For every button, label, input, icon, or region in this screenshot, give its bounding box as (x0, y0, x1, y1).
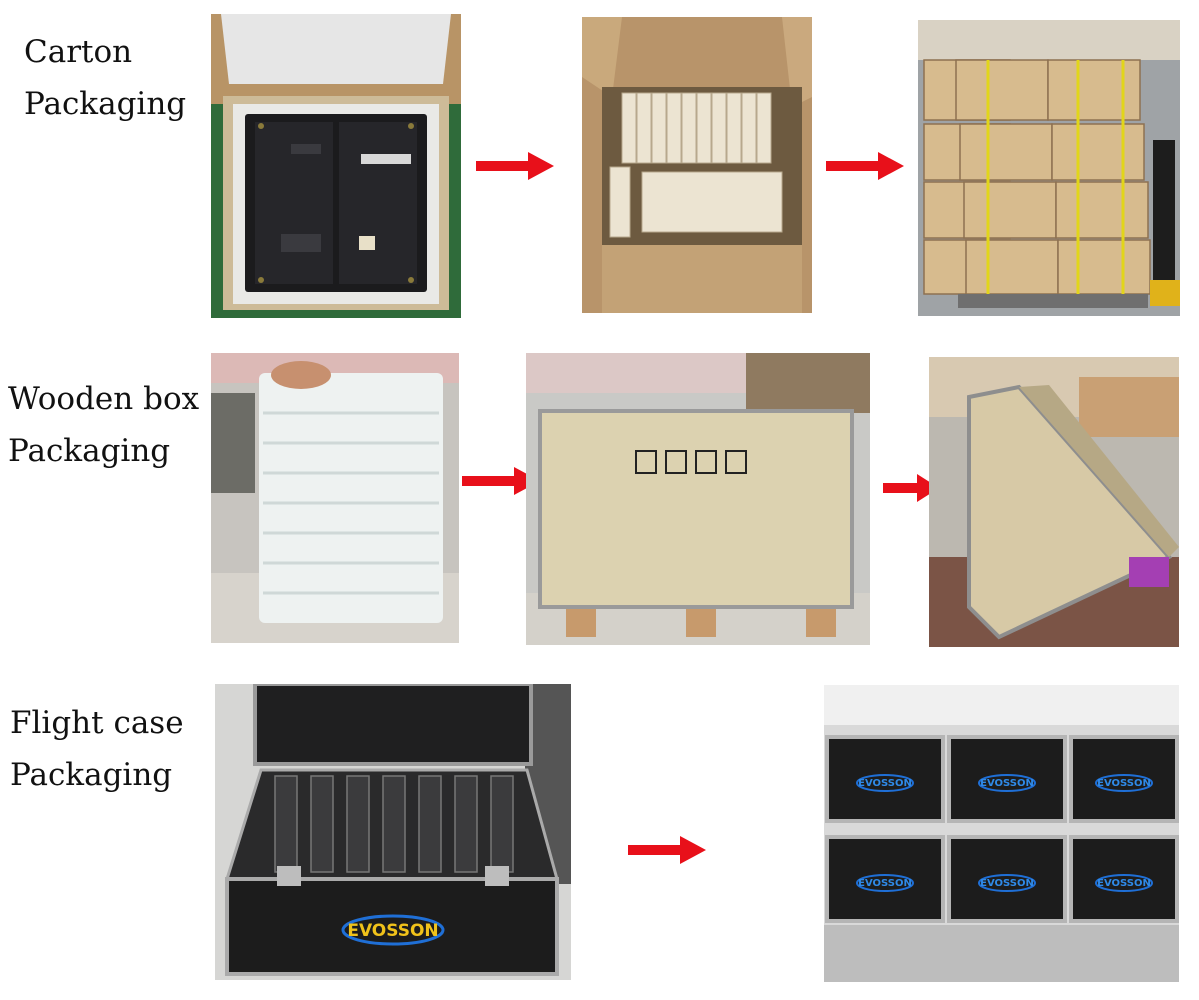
arrow-right-icon (872, 474, 950, 502)
label-line: Carton (24, 34, 133, 70)
arrow-right-icon (462, 467, 540, 495)
photo-flight-case-open: EVOSSON (215, 684, 571, 980)
photo-wooden-crate-front (526, 353, 870, 645)
photo-module-in-carton (211, 14, 461, 318)
evosson-logo: EVOSSON (980, 878, 1034, 889)
photo-flight-cases-stacked: EVOSSON EVOSSON EVOSSON EVOSSON EVOSSON … (824, 685, 1179, 982)
evosson-logo: EVOSSON (1097, 878, 1151, 889)
photo-foam-wrapped-modules (211, 353, 459, 643)
label-line: Packaging (24, 86, 187, 122)
label-line: Packaging (10, 757, 173, 793)
row-label-wooden-box: Wooden box Packaging (8, 373, 199, 477)
row-label-flight-case: Flight case Packaging (10, 697, 184, 801)
label-line: Wooden box (8, 381, 200, 417)
row-label-carton: Carton Packaging (24, 26, 186, 130)
label-line: Flight case (10, 705, 184, 741)
photo-wooden-crate-side (929, 357, 1179, 647)
arrow-right-icon (476, 152, 554, 180)
evosson-logo: EVOSSON (980, 778, 1034, 789)
arrow-right-icon (628, 836, 706, 864)
photo-cartons-in-box (582, 17, 812, 313)
evosson-logo: EVOSSON (858, 778, 912, 789)
evosson-logo: EVOSSON (347, 921, 438, 941)
photo-carton-pallet (918, 20, 1180, 316)
arrow-right-icon (826, 152, 904, 180)
label-line: Packaging (8, 433, 171, 469)
evosson-logo: EVOSSON (858, 878, 912, 889)
evosson-logo: EVOSSON (1097, 778, 1151, 789)
